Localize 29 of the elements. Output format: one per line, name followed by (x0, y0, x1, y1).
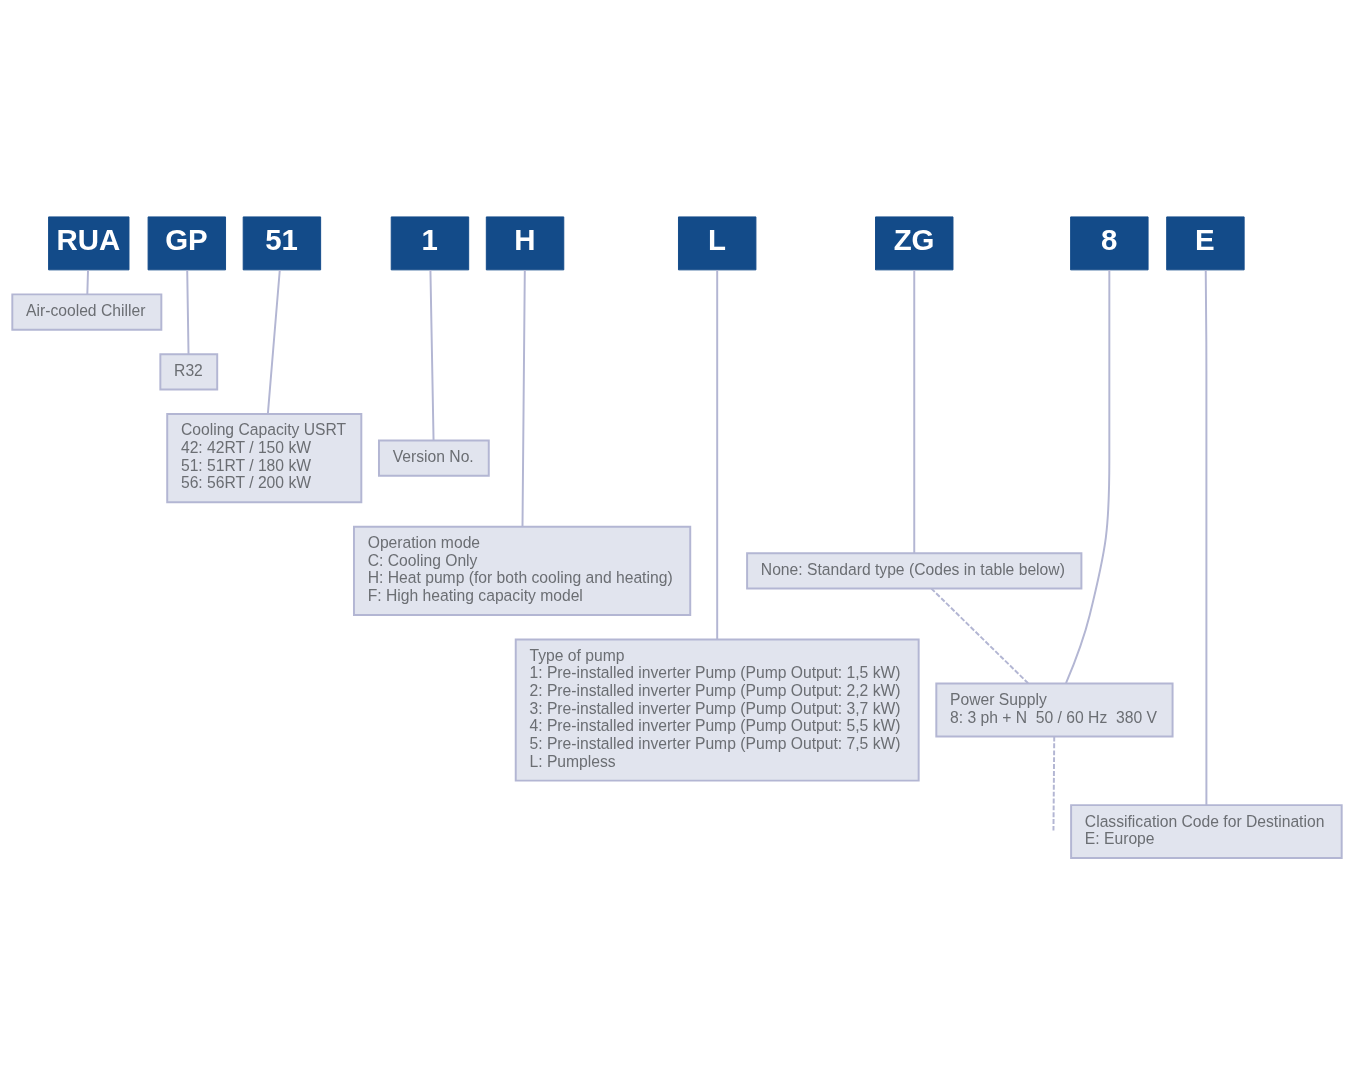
node-box: None: Standard type (Codes in table below) (746, 551, 1083, 589)
node-box: Cooling Capacity USRT 42: 42RT / 150 kW 51: 51RT / 180 kW 56: 56RT / 200 kW (166, 412, 363, 503)
node-box: ZG (875, 215, 954, 270)
connector (186, 268, 190, 355)
connector (1065, 268, 1111, 684)
node-box: R32 (159, 352, 219, 390)
connector (266, 268, 281, 415)
connector (930, 587, 1030, 684)
node-box: E (1166, 215, 1245, 270)
node-box: Power Supply 8: 3 ph + N 50 / 60 Hz 380 V (935, 682, 1174, 737)
connector (1052, 735, 1056, 832)
node-box: L (678, 215, 757, 270)
connector (429, 268, 435, 441)
connector (1204, 268, 1208, 806)
node-box: Air-cooled Chiller (11, 292, 163, 331)
node-box: Operation mode C: Cooling Only H: Heat pump (for both cooling and heating) F: High heating capacity model (353, 525, 692, 616)
node-box: GP (147, 215, 227, 270)
node-box: Classification Code for Destination E: Europe (1070, 803, 1343, 859)
connector (716, 268, 719, 640)
node-box: 1 (390, 215, 470, 270)
node-box: H (485, 215, 565, 270)
node-box: RUA (48, 215, 130, 270)
connector (913, 268, 916, 554)
node-box: Type of pump 1: Pre-installed inverter Pump (Pump Output: 1,5 kW) 2: Pre-installed inverter Pump (Pump Output: 2,2 kW) 3: Pre-installed inverter Pump (Pump Output: 3,7 kW) 4: Pre-installed inverter Pump (Pump Output: 5,5 kW) 5: Pre-installed inverter Pump (Pump Output: 7,5 kW) L: Pumpless (514, 638, 920, 782)
node-box: 8 (1070, 215, 1149, 270)
connector (521, 268, 526, 527)
node-box: 51 (242, 215, 322, 270)
connector (86, 268, 89, 295)
node-box: Version No. (378, 438, 490, 477)
